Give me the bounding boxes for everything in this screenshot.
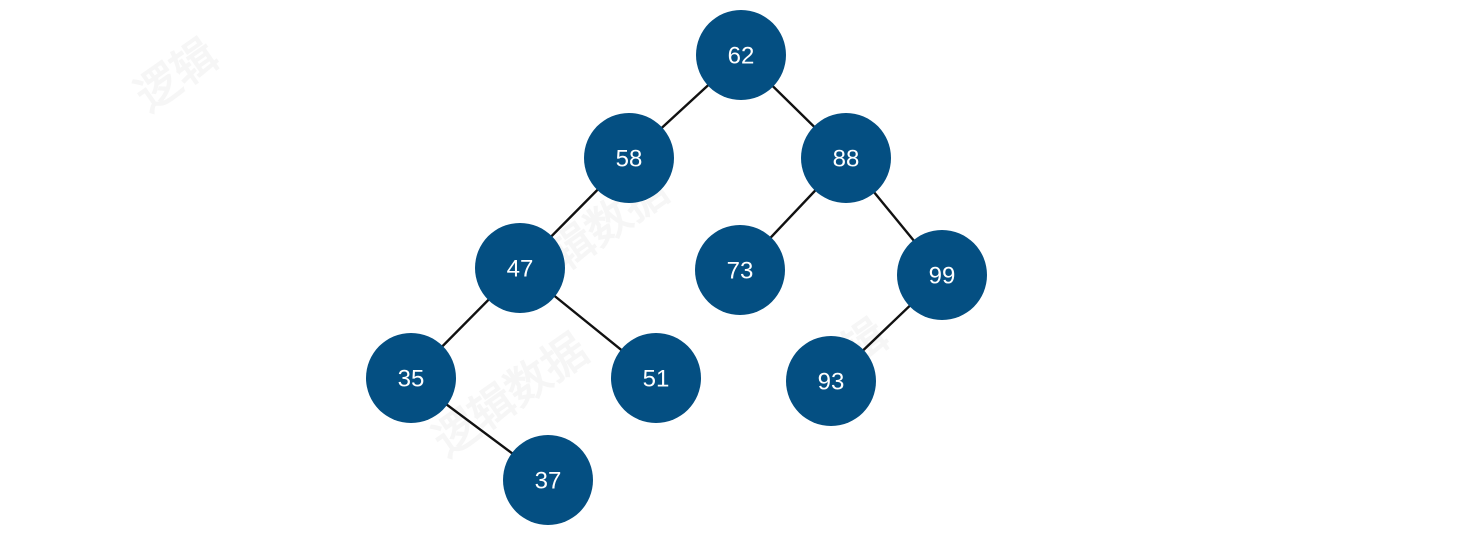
node-label: 35 [398,366,425,393]
tree-node-73: 73 [695,225,785,315]
node-circle [611,333,701,423]
node-label: 37 [535,468,562,495]
node-circle [475,223,565,313]
tree-node-62: 62 [696,10,786,100]
tree-nodes: 62 58 88 47 73 99 35 51 93 37 [366,10,987,525]
tree-node-88: 88 [801,113,891,203]
tree-node-93: 93 [786,336,876,426]
node-label: 73 [727,258,754,285]
node-label: 62 [728,43,755,70]
node-circle [366,333,456,423]
node-label: 93 [818,369,845,396]
tree-node-35: 35 [366,333,456,423]
node-label: 99 [929,263,956,290]
node-circle [503,435,593,525]
node-circle [584,113,674,203]
node-label: 51 [643,366,670,393]
tree-node-47: 47 [475,223,565,313]
node-label: 88 [833,146,860,173]
tree-node-51: 51 [611,333,701,423]
node-circle [897,230,987,320]
node-label: 58 [616,146,643,173]
tree-node-99: 99 [897,230,987,320]
tree-node-37: 37 [503,435,593,525]
node-circle [786,336,876,426]
tree-node-58: 58 [584,113,674,203]
node-circle [801,113,891,203]
node-circle [696,10,786,100]
node-circle [695,225,785,315]
node-label: 47 [507,256,534,283]
